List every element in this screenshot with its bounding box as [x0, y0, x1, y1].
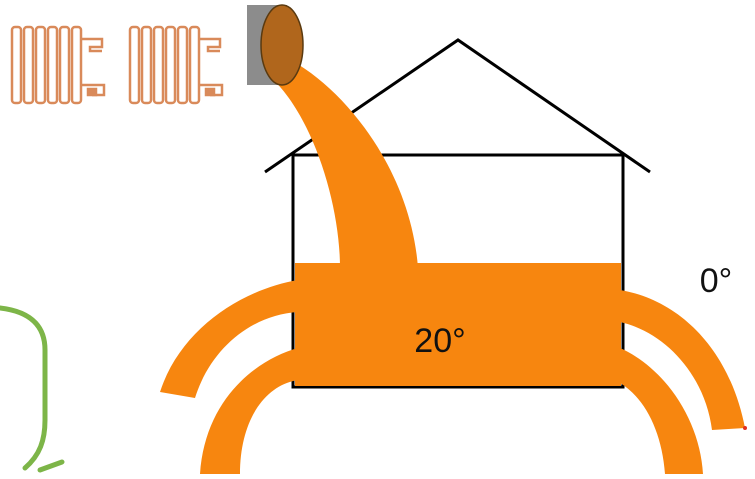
- pipe-opening: [261, 5, 303, 85]
- marker-dot: [743, 426, 747, 430]
- heat-loss-left-lower: [200, 348, 298, 474]
- radiator-icon: [12, 27, 104, 103]
- radiator-icon-2: [130, 27, 222, 103]
- inside-temperature-label: 20°: [414, 322, 465, 360]
- curved-arrow-icon: [0, 308, 62, 470]
- outside-temperature-label: 0°: [700, 262, 733, 300]
